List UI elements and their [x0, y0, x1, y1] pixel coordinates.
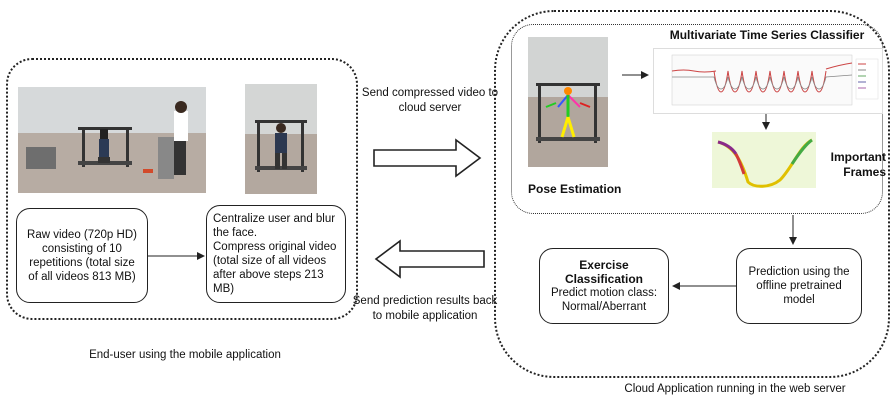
processed-video-text: Centralize user and blur the face. Compr…	[213, 213, 337, 295]
raw-video-box: Raw video (720p HD) consisting of 10 rep…	[16, 208, 148, 303]
mobile-app-caption: End-user using the mobile application	[89, 349, 281, 361]
model-pipeline-box	[511, 24, 883, 214]
classifier-title: Multivariate Time Series Classifier	[669, 28, 865, 42]
raw-video-text: Raw video (720p HD) consisting of 10 rep…	[27, 228, 137, 283]
send-results-label: Send prediction results back to mobile a…	[352, 295, 498, 322]
exercise-classification-box: Exercise Classification Predict motion c…	[539, 248, 669, 324]
send-video-label: Send compressed video to cloud server	[361, 87, 499, 114]
send-video-hollow-arrow	[373, 138, 482, 178]
pose-estimation-image	[528, 37, 608, 167]
exercise-body: Predict motion class: Normal/Aberrant	[550, 287, 658, 313]
centralized-video-frame-image	[245, 84, 317, 194]
prediction-box: Prediction using the offline pretrained …	[736, 248, 862, 324]
send-results-hollow-arrow	[374, 239, 485, 279]
important-frames-plot-image	[712, 132, 816, 188]
important-frames-label: Important Frames	[830, 150, 886, 179]
prediction-text: Prediction using the offline pretrained …	[748, 266, 850, 306]
cloud-app-panel	[494, 10, 890, 378]
processed-video-box: Centralize user and blur the face. Compr…	[206, 205, 346, 303]
raw-video-frame-image	[18, 87, 206, 193]
cloud-app-caption: Cloud Application running in the web ser…	[624, 383, 846, 395]
pose-estimation-label: Pose Estimation	[528, 182, 622, 196]
time-series-plot-image	[653, 48, 883, 114]
exercise-title: Exercise Classification	[564, 258, 644, 286]
mobile-app-panel	[6, 58, 358, 320]
